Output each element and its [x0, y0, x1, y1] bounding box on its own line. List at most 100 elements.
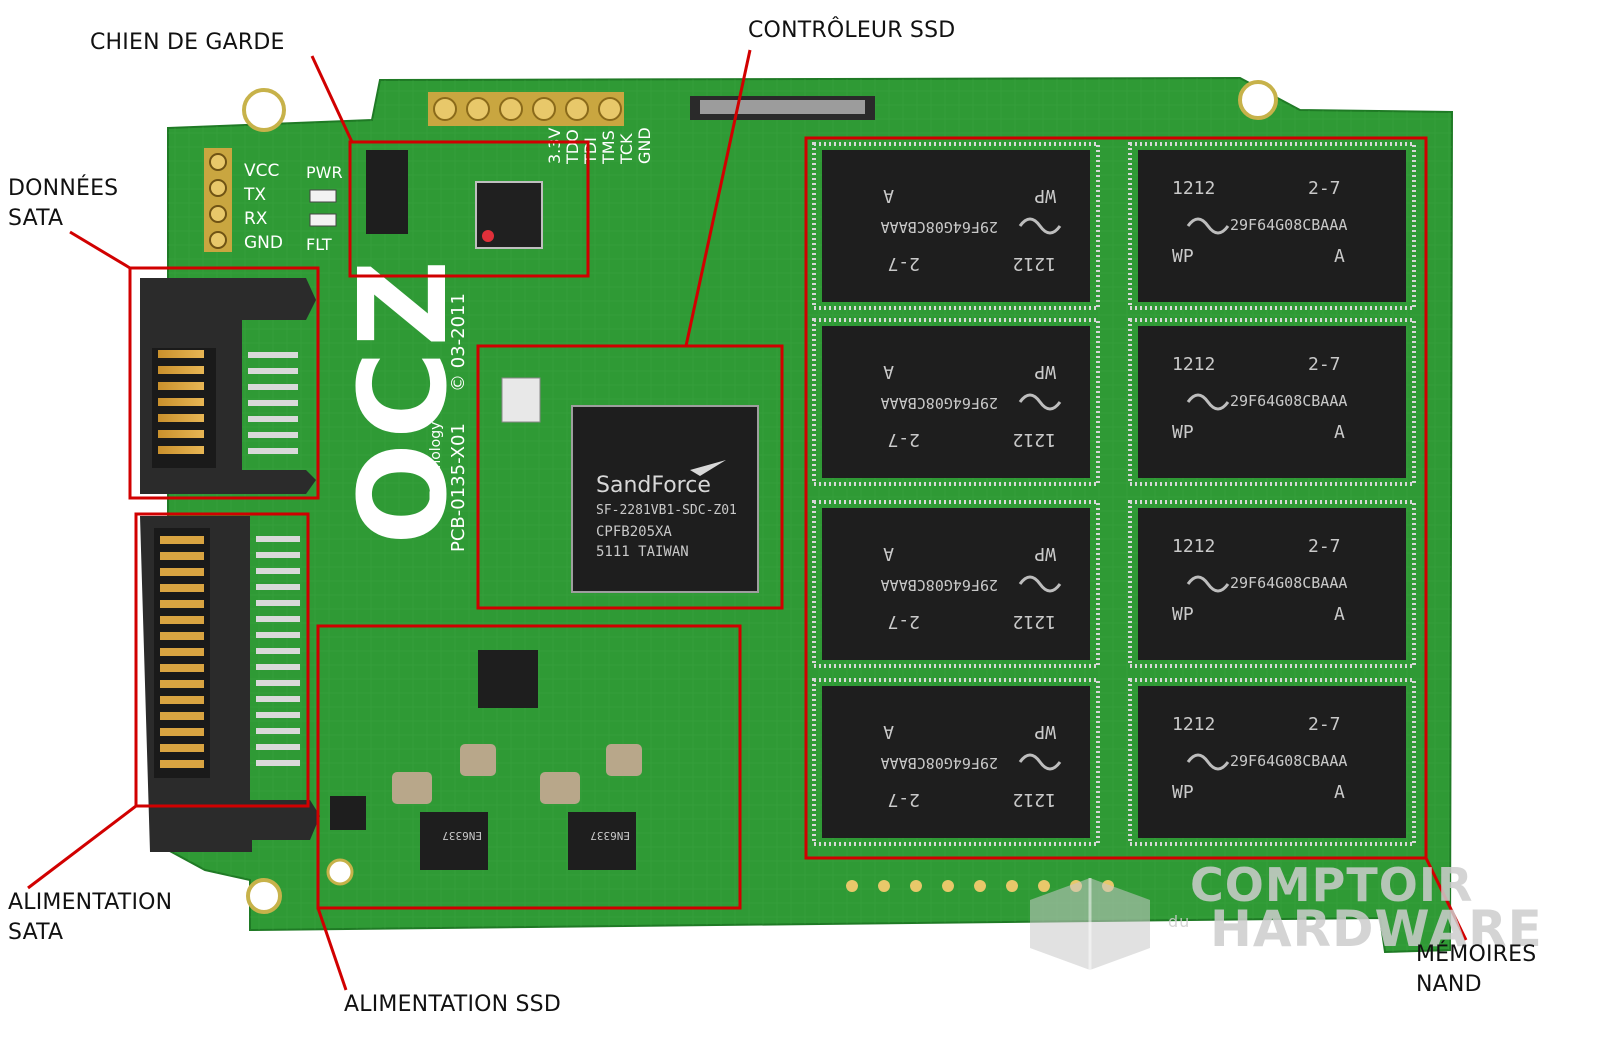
power-pin-lead [256, 536, 300, 542]
box-sata-data [128, 266, 320, 500]
nand-part: 29F64G08CBAAA [1230, 574, 1347, 592]
regulator-chip [568, 812, 636, 870]
label-watchdog-text: CHIEN DE GARDE [90, 30, 285, 55]
nand-part: 29F64G08CBAAA [881, 394, 998, 412]
nand-a: A [1334, 422, 1345, 443]
label-sata-power-line2: SATA [8, 920, 64, 945]
controller-line2: CPFB205XA [596, 524, 672, 540]
micron-logo-icon [1018, 753, 1062, 771]
nand-part: 29F64G08CBAAA [1230, 392, 1347, 410]
power-pin [160, 760, 204, 768]
capacitor [540, 772, 580, 804]
power-pin [160, 712, 204, 720]
watermark-line2: HARDWARE [1210, 900, 1543, 958]
power-pin-lead [256, 616, 300, 622]
label-sata-data: DONNÉES SATA [8, 174, 118, 234]
power-pin-lead [256, 584, 300, 590]
jtag-label: 3.3V [545, 128, 564, 164]
power-pin [160, 728, 204, 736]
label-nand-line1: MÉMOIRES [1416, 942, 1537, 967]
nand-wp: WP [1172, 422, 1194, 443]
power-pin [160, 584, 204, 592]
test-pad [942, 880, 954, 892]
nand-a: A [883, 543, 894, 564]
small-chip [330, 796, 366, 830]
micron-logo-icon [1186, 393, 1230, 411]
nand-a: A [883, 185, 894, 206]
nand-a: A [883, 721, 894, 742]
leader-lines [27, 49, 1468, 991]
watermark-line1: COMPTOIR [1190, 858, 1474, 912]
label-sata-power: ALIMENTATION SATA [8, 888, 172, 948]
box-sata-power [134, 512, 310, 808]
nand-date: 1212 [1172, 714, 1215, 735]
power-pin-lead [256, 696, 300, 702]
label-ssd-power: ALIMENTATION SSD [344, 990, 561, 1020]
controller-line3: 5111 TAIWAN [596, 544, 689, 560]
watermark-small: du [1168, 912, 1191, 931]
nand-a: A [1334, 604, 1345, 625]
power-pin [160, 536, 204, 544]
jtag-pads [428, 92, 624, 126]
jtag-label: TDI [581, 137, 600, 165]
nand-part: 29F64G08CBAAA [881, 576, 998, 594]
nand-rev: 2-7 [1308, 178, 1341, 199]
micron-logo-icon [1018, 575, 1062, 593]
label-nand-line2: NAND [1416, 972, 1482, 997]
nand-wp: WP [1034, 721, 1056, 742]
nand-wp: WP [1034, 361, 1056, 382]
nand-chip: 1212 2-7 29F64G08CBAAA WP A [812, 678, 1100, 846]
power-pin [160, 744, 204, 752]
power-pin [160, 680, 204, 688]
test-pad [1038, 880, 1050, 892]
nand-date: 1212 [1172, 354, 1215, 375]
nand-part: 29F64G08CBAAA [881, 754, 998, 772]
nand-wp: WP [1034, 185, 1056, 206]
sata-data-connector [140, 278, 316, 494]
mount-hole [246, 878, 282, 914]
nand-a: A [883, 361, 894, 382]
pin-label-vcc: VCC [244, 161, 279, 181]
power-pin [160, 648, 204, 656]
nand-rev: 2-7 [887, 429, 920, 450]
mount-hole [1238, 80, 1278, 120]
board-id: PCB-0135-X01 [448, 423, 469, 552]
power-pin-lead [256, 632, 300, 638]
jtag-label: TCK [617, 133, 636, 165]
ocz-logo: OCZ [335, 256, 474, 545]
micron-logo-icon [1018, 393, 1062, 411]
pin-label-gnd: GND [244, 233, 283, 253]
controller-brand: SandForce [596, 473, 711, 498]
power-pin [160, 632, 204, 640]
power-pin [160, 664, 204, 672]
power-pin-lead [256, 648, 300, 654]
test-pad [846, 880, 858, 892]
power-pins [160, 536, 300, 768]
nand-array: 1212 2-7 29F64G08CBAAA WP A 1212 2-7 29F64G08CB… [812, 142, 1416, 846]
nand-date: 1212 [1013, 789, 1056, 810]
pin-label-rx: RX [244, 209, 268, 229]
jtag-label: TDO [563, 129, 582, 165]
test-pad [878, 880, 890, 892]
micron-logo-icon [1186, 217, 1230, 235]
label-ssd-power-text: ALIMENTATION SSD [344, 992, 561, 1017]
nand-rev: 2-7 [1308, 714, 1341, 735]
power-pin-lead [256, 760, 300, 766]
led-label-flt: FLT [306, 235, 332, 254]
label-nand: MÉMOIRES NAND [1416, 940, 1536, 1000]
power-pin [160, 552, 204, 560]
nand-rev: 2-7 [1308, 354, 1341, 375]
watermark-icon [1030, 878, 1150, 970]
test-pad [910, 880, 922, 892]
controller-chip [571, 405, 759, 593]
box-watchdog [348, 140, 590, 278]
power-pin-lead [256, 744, 300, 750]
capacitor [392, 772, 432, 804]
nand-rev: 2-7 [887, 789, 920, 810]
oscillator [501, 377, 541, 423]
